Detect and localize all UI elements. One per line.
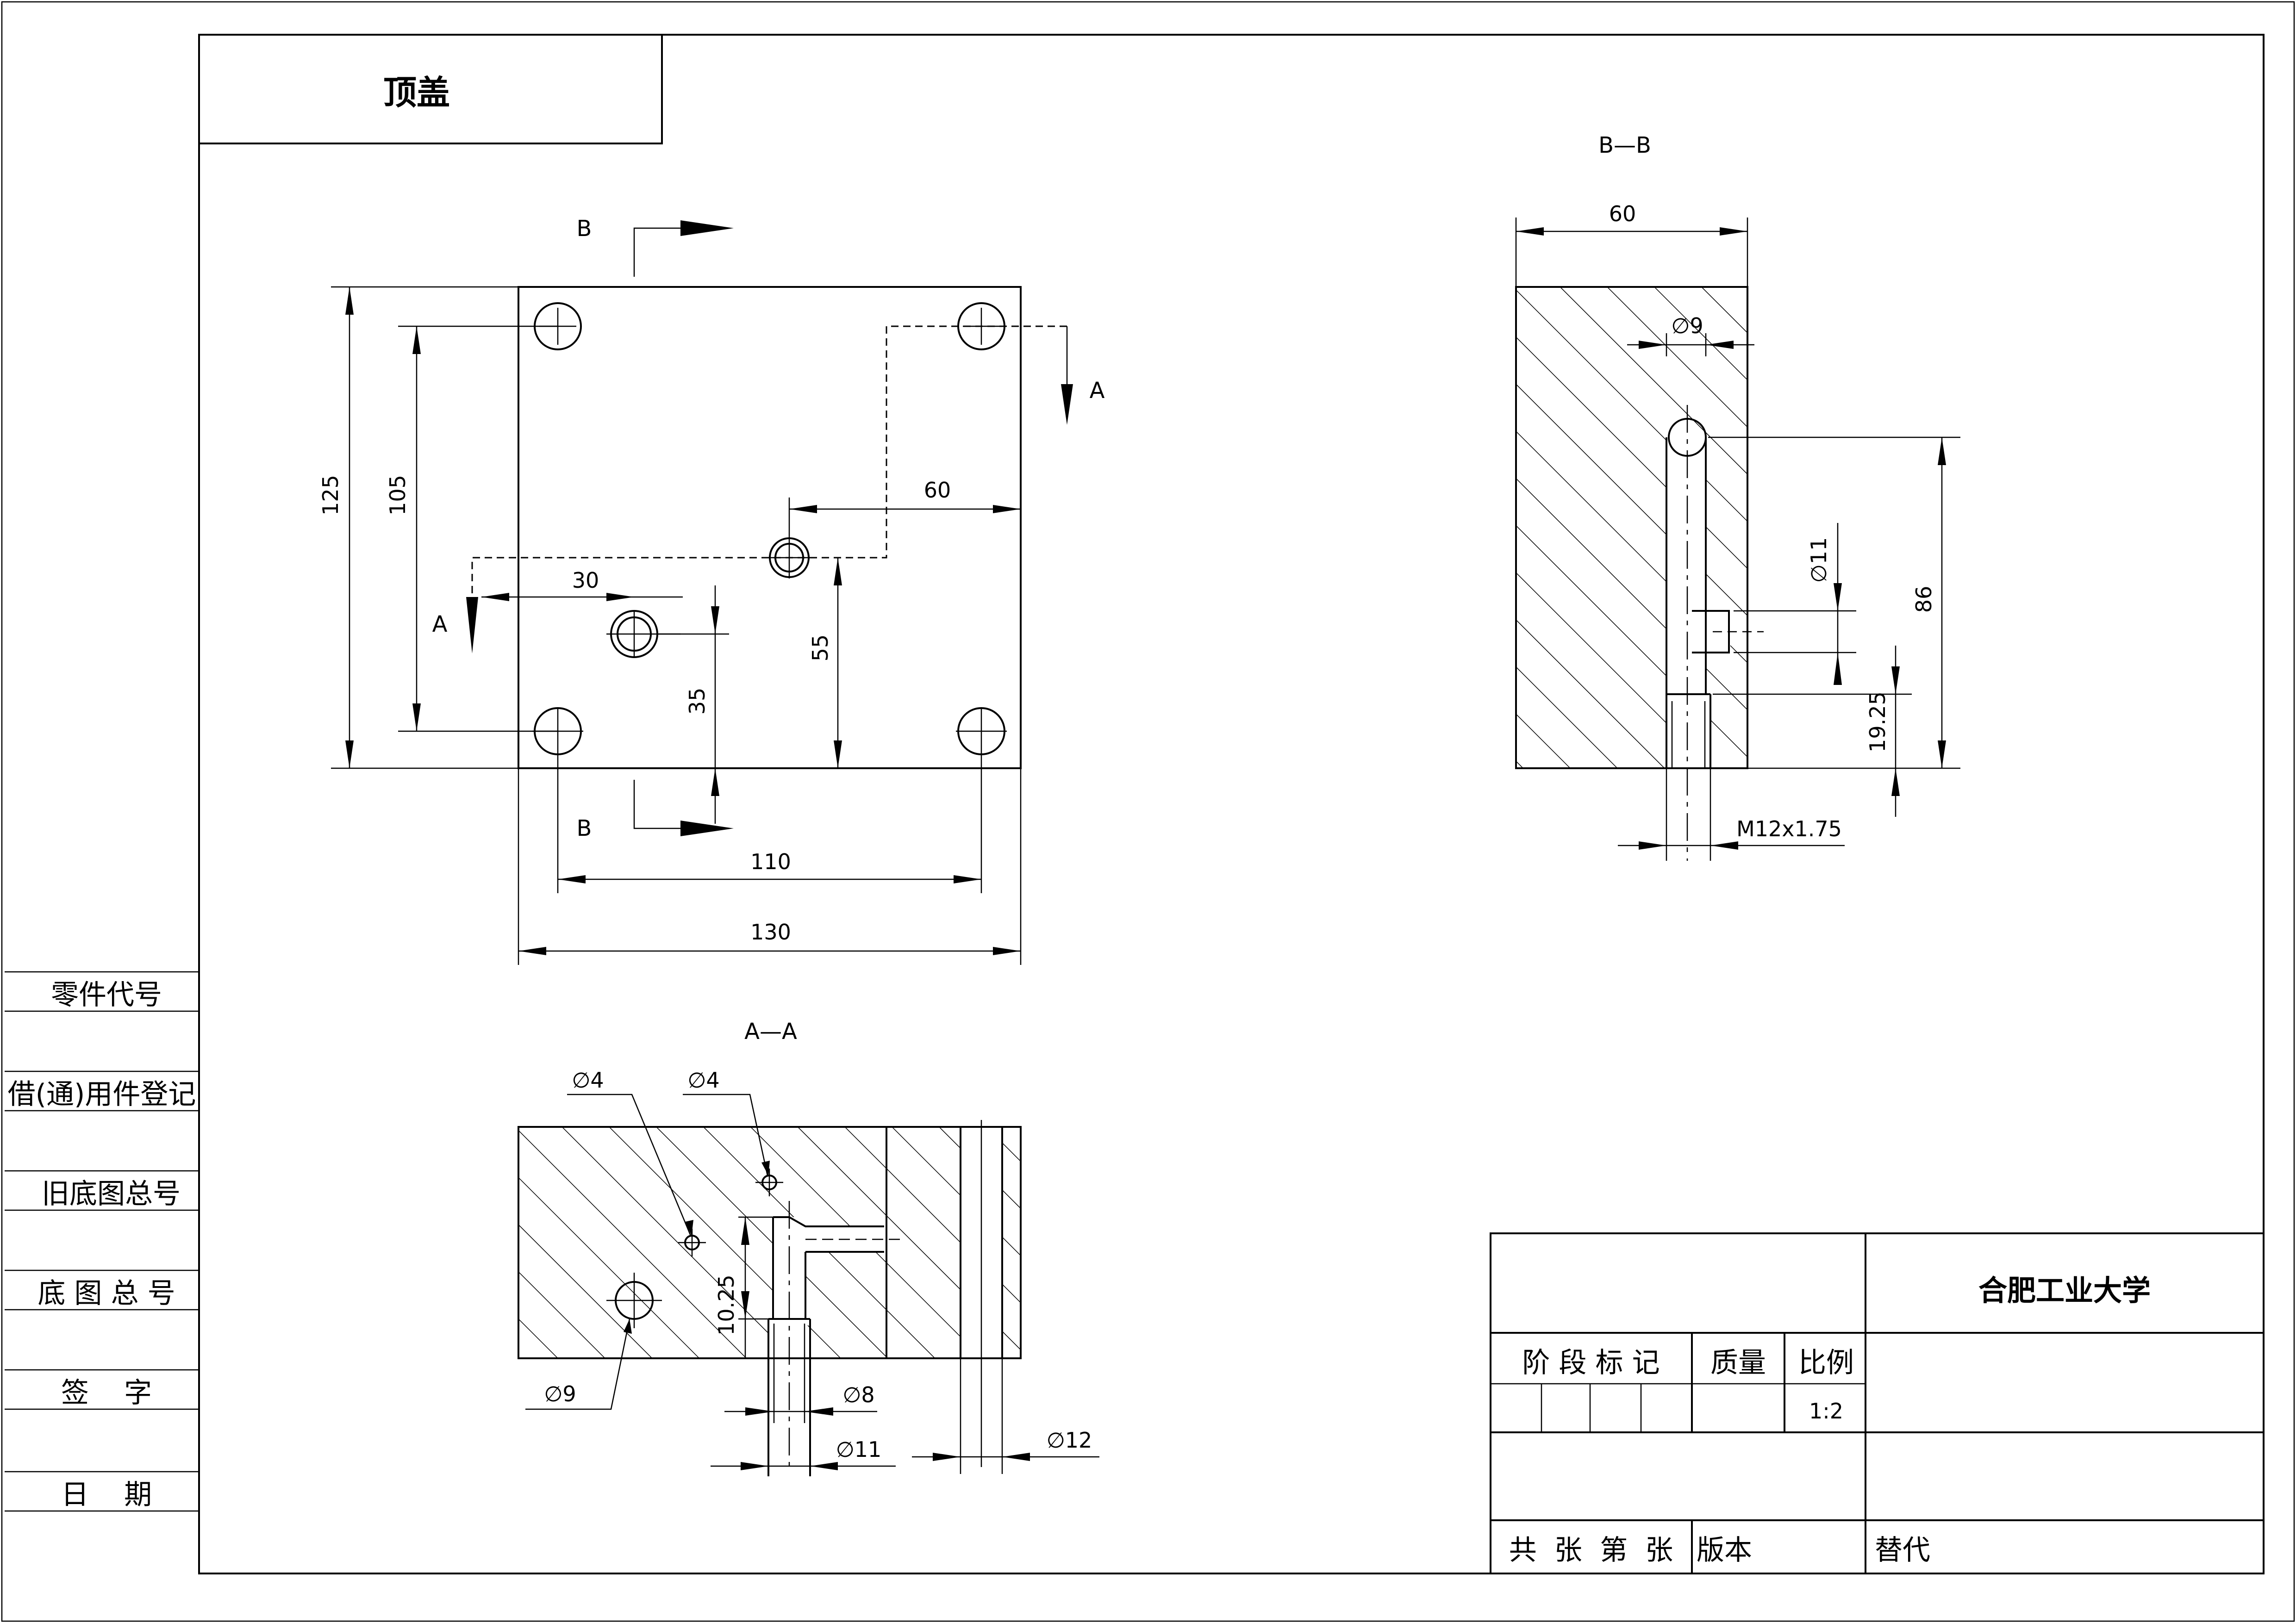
- side-label-signature: 签 字: [61, 1377, 152, 1409]
- dim-overall-width: 130: [750, 920, 791, 945]
- replace-label: 替代: [1875, 1534, 1930, 1567]
- top-view-outline: [518, 286, 1022, 769]
- scale-label: 比例: [1798, 1347, 1854, 1379]
- dim-overall-height: 125: [318, 475, 343, 516]
- section-b-label-top: B: [577, 216, 592, 242]
- section-aa-title: A—A: [744, 1019, 797, 1045]
- dim-height-55: 55: [808, 634, 833, 662]
- section-aa-view: A—A: [518, 1019, 1099, 1476]
- side-label-part-code: 零件代号: [51, 979, 162, 1011]
- section-a-label-left: A: [432, 611, 448, 637]
- dim-aa-dia-9: ∅9: [544, 1381, 576, 1406]
- section-a-label-right: A: [1090, 378, 1105, 404]
- aa-hole-9: [606, 1273, 662, 1328]
- version-label: 版本: [1697, 1534, 1752, 1567]
- section-bb-title: B—B: [1598, 132, 1651, 158]
- dim-height-35: 35: [685, 688, 710, 715]
- dim-bb-height-1925: 19.25: [1865, 691, 1890, 752]
- dim-hole-pitch-vertical: 105: [385, 475, 410, 516]
- side-label-base-number: 底 图 总 号: [37, 1277, 175, 1310]
- top-view: A A B B 125 105 60 30 55: [318, 216, 1105, 965]
- title-block: 合肥工业大学 阶 段 标 记 质量 比例 1:2 共 张 第 张 版本 替代: [1490, 1232, 2265, 1574]
- stage-mark-label: 阶 段 标 记: [1522, 1347, 1660, 1379]
- dim-aa-dia-12: ∅12: [1047, 1428, 1092, 1453]
- mass-label: 质量: [1710, 1347, 1766, 1379]
- dim-bb-dia-9: ∅9: [1671, 313, 1703, 338]
- section-line-aa: [471, 325, 1067, 597]
- side-label-old-base-number: 旧底图总号: [42, 1178, 181, 1210]
- dim-offset-60: 60: [924, 478, 951, 503]
- corner-hole-br: [956, 707, 1007, 755]
- part-name-box: 顶盖: [199, 35, 663, 144]
- dim-bb-dia-11: ∅11: [1806, 537, 1831, 583]
- dim-aa-dia-4b: ∅4: [687, 1068, 719, 1093]
- section-bb-view: B—B 60 ∅9 ∅11: [1515, 132, 1960, 861]
- aa-small-hole-a: [678, 1229, 706, 1256]
- dim-bb-thread: M12x1.75: [1736, 816, 1842, 841]
- scale-value: 1:2: [1809, 1399, 1843, 1424]
- dim-aa-dia-4a: ∅4: [572, 1068, 604, 1093]
- dim-bb-width: 60: [1609, 201, 1636, 226]
- side-panel: 零件代号 借(通)用件登记 旧底图总号 底 图 总 号 签 字 日 期: [5, 971, 199, 1512]
- dim-bb-height-86: 86: [1911, 586, 1936, 613]
- dim-aa-depth-1025: 10.25: [714, 1275, 739, 1336]
- dim-offset-30: 30: [572, 568, 599, 593]
- side-label-date: 日 期: [61, 1479, 152, 1511]
- section-b-label-bottom: B: [577, 815, 592, 841]
- dim-aa-dia-8: ∅8: [842, 1382, 874, 1407]
- sheets-label: 共 张 第 张: [1509, 1534, 1673, 1567]
- dim-hole-pitch-horizontal: 110: [750, 849, 791, 874]
- side-label-borrow-register: 借(通)用件登记: [8, 1078, 196, 1111]
- part-name: 顶盖: [383, 73, 450, 112]
- school-name: 合肥工业大学: [1978, 1274, 2151, 1307]
- dim-aa-dia-11: ∅11: [836, 1437, 882, 1462]
- aa-small-hole-b: [755, 1169, 783, 1196]
